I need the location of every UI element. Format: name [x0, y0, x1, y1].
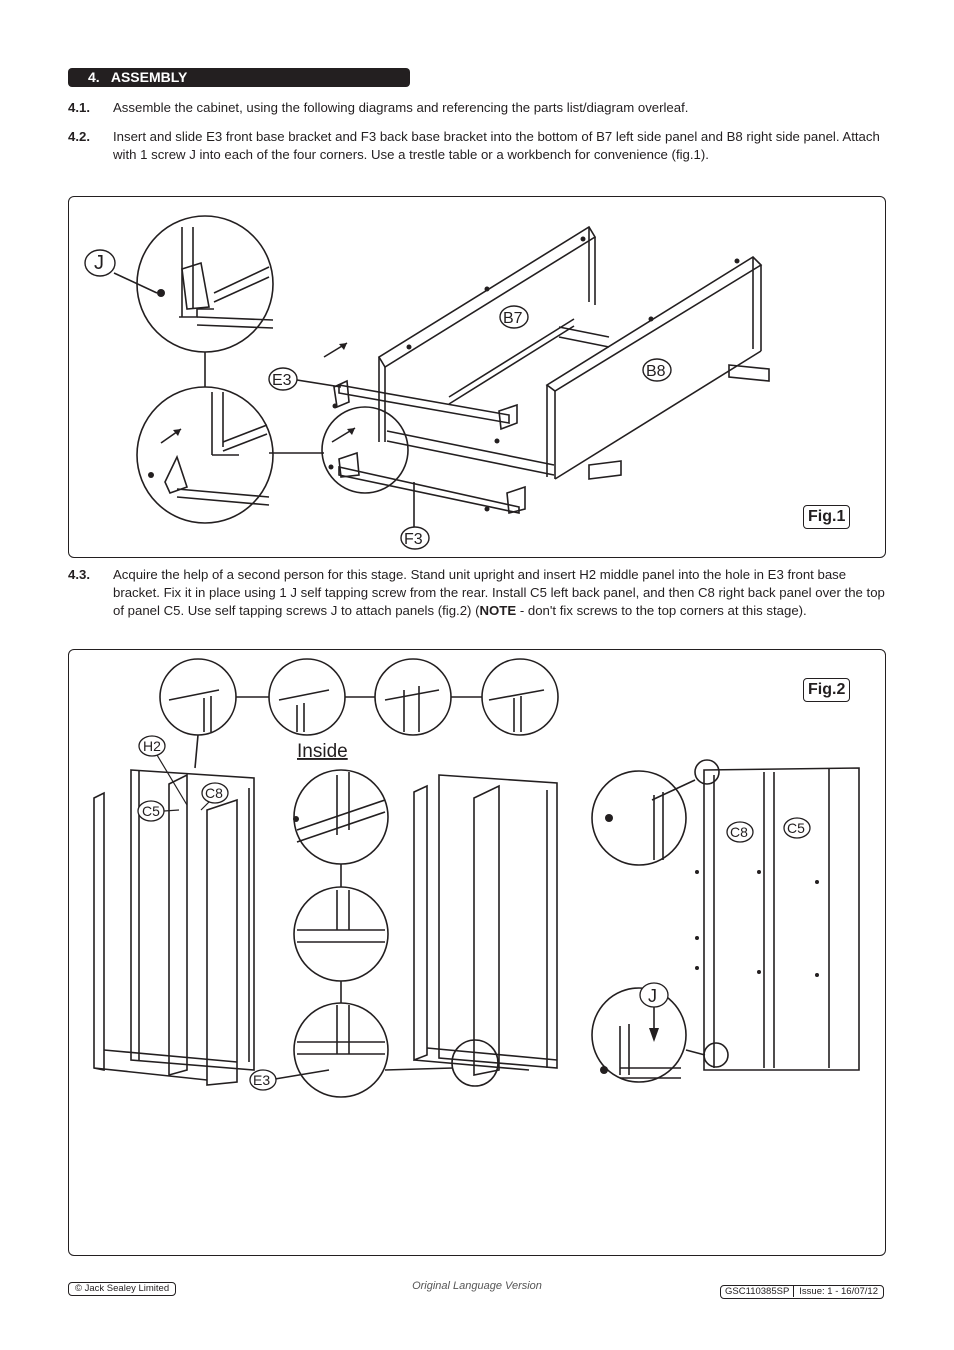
callout-c5-right: C5: [787, 820, 805, 836]
callout-b7: B7: [503, 310, 523, 327]
step-number: 4.3.: [68, 567, 90, 582]
footer-issue: Issue: 1 - 16/07/12: [799, 1286, 878, 1297]
section-number: 4.: [88, 69, 100, 85]
callout-j: J: [94, 252, 104, 274]
figure-1: J E3 B7 B8 F3 Fig.1: [68, 196, 886, 558]
figure-2: H2 C5 C8 E3 C8 C5 J Inside Fig.2: [68, 649, 886, 1256]
step-number: 4.1.: [68, 100, 90, 115]
callout-e3: E3: [272, 372, 292, 389]
callout-j: J: [648, 986, 657, 1006]
callout-c8-right: C8: [730, 824, 748, 840]
callout-f3: F3: [404, 531, 423, 548]
step-text: Acquire the help of a second person for …: [113, 567, 885, 618]
footer-doc-code: GSC110385SP: [721, 1286, 795, 1297]
footer-doc-info: GSC110385SP Issue: 1 - 16/07/12: [720, 1285, 884, 1299]
section-header: 4. ASSEMBLY: [68, 68, 410, 87]
callout-c5-left: C5: [142, 803, 160, 819]
figure-1-drawing: J E3 B7 B8 F3: [84, 215, 770, 550]
callout-h2: H2: [143, 738, 161, 754]
figure-1-label: Fig.1: [803, 505, 851, 529]
callout-b8: B8: [646, 363, 666, 380]
footer-language-note: Original Language Version: [412, 1280, 542, 1292]
footer-copyright: © Jack Sealey Limited: [68, 1282, 177, 1296]
inside-label: Inside: [297, 741, 348, 762]
callout-e3: E3: [253, 1072, 270, 1088]
step-text: Insert and slide E3 front base bracket a…: [113, 129, 880, 162]
step-text: Assemble the cabinet, using the followin…: [113, 100, 689, 115]
note-label: NOTE: [479, 603, 517, 618]
figure-2-label: Fig.2: [803, 678, 851, 702]
figure-2-drawing: H2 C5 C8 E3 C8 C5 J Inside: [93, 658, 860, 1098]
callout-c8-left: C8: [205, 785, 223, 801]
section-title: ASSEMBLY: [110, 69, 188, 85]
step-number: 4.2.: [68, 129, 90, 144]
